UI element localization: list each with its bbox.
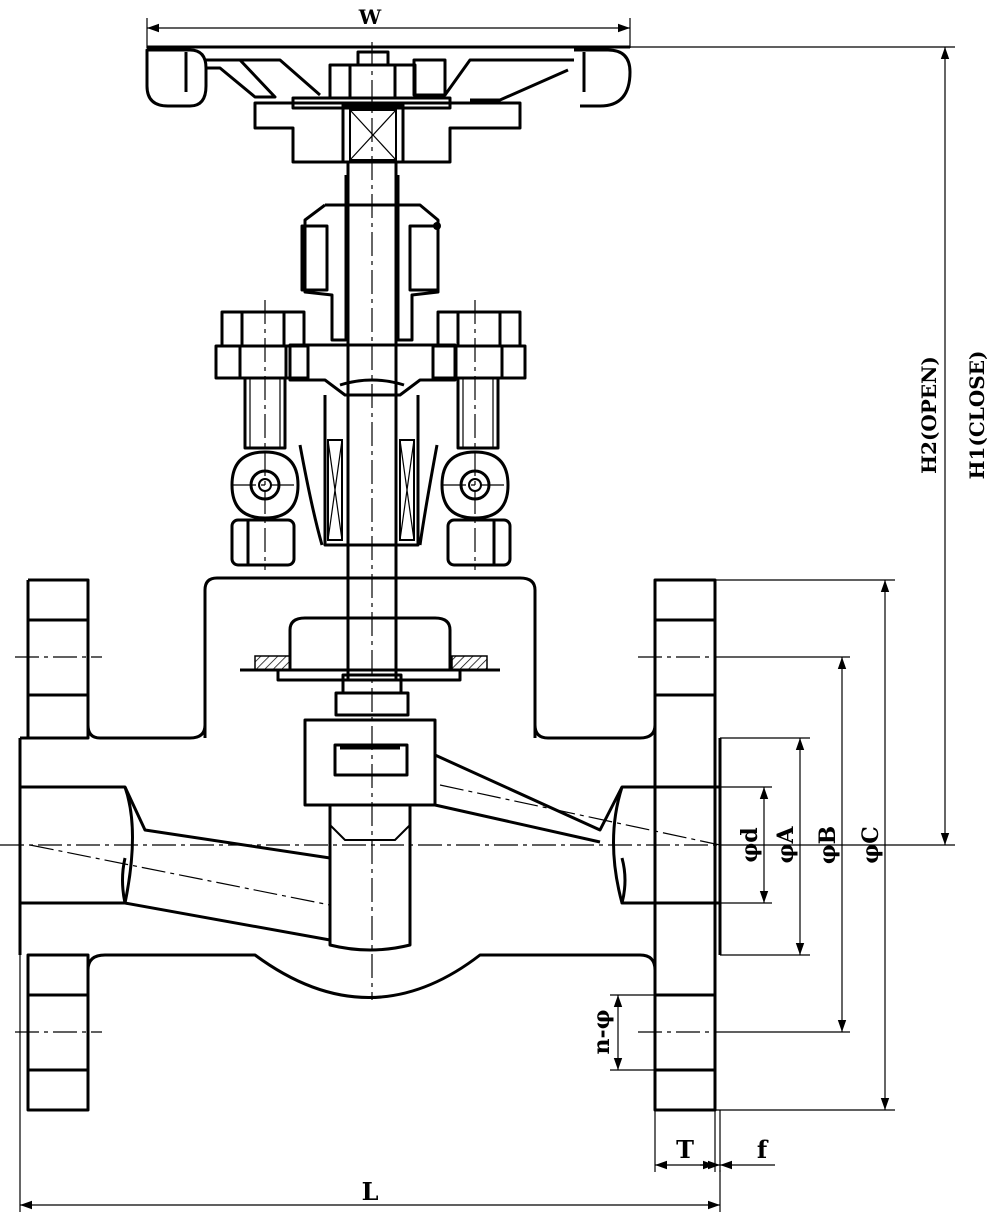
valve-stem <box>334 162 410 717</box>
label-phi-b: φB <box>815 826 841 865</box>
dimension-lines <box>19 18 955 1212</box>
label-n-phi: n-φ <box>589 1009 615 1054</box>
label-phi-d: φd <box>737 827 763 862</box>
label-h2-open: H2(OPEN) <box>917 356 941 474</box>
label-phi-a: φA <box>773 826 799 864</box>
center-lines <box>0 42 721 1033</box>
label-h1-close: H1(CLOSE) <box>965 351 989 480</box>
left-eye-bolt <box>214 310 310 567</box>
label-f: f <box>757 1135 769 1164</box>
valve-body <box>18 576 722 1112</box>
label-phi-c: φC <box>858 826 884 863</box>
handwheel <box>145 45 632 164</box>
right-eye-bolt <box>431 310 527 567</box>
label-t: T <box>676 1135 694 1164</box>
label-w: W <box>358 5 382 29</box>
label-l: L <box>362 1177 379 1206</box>
